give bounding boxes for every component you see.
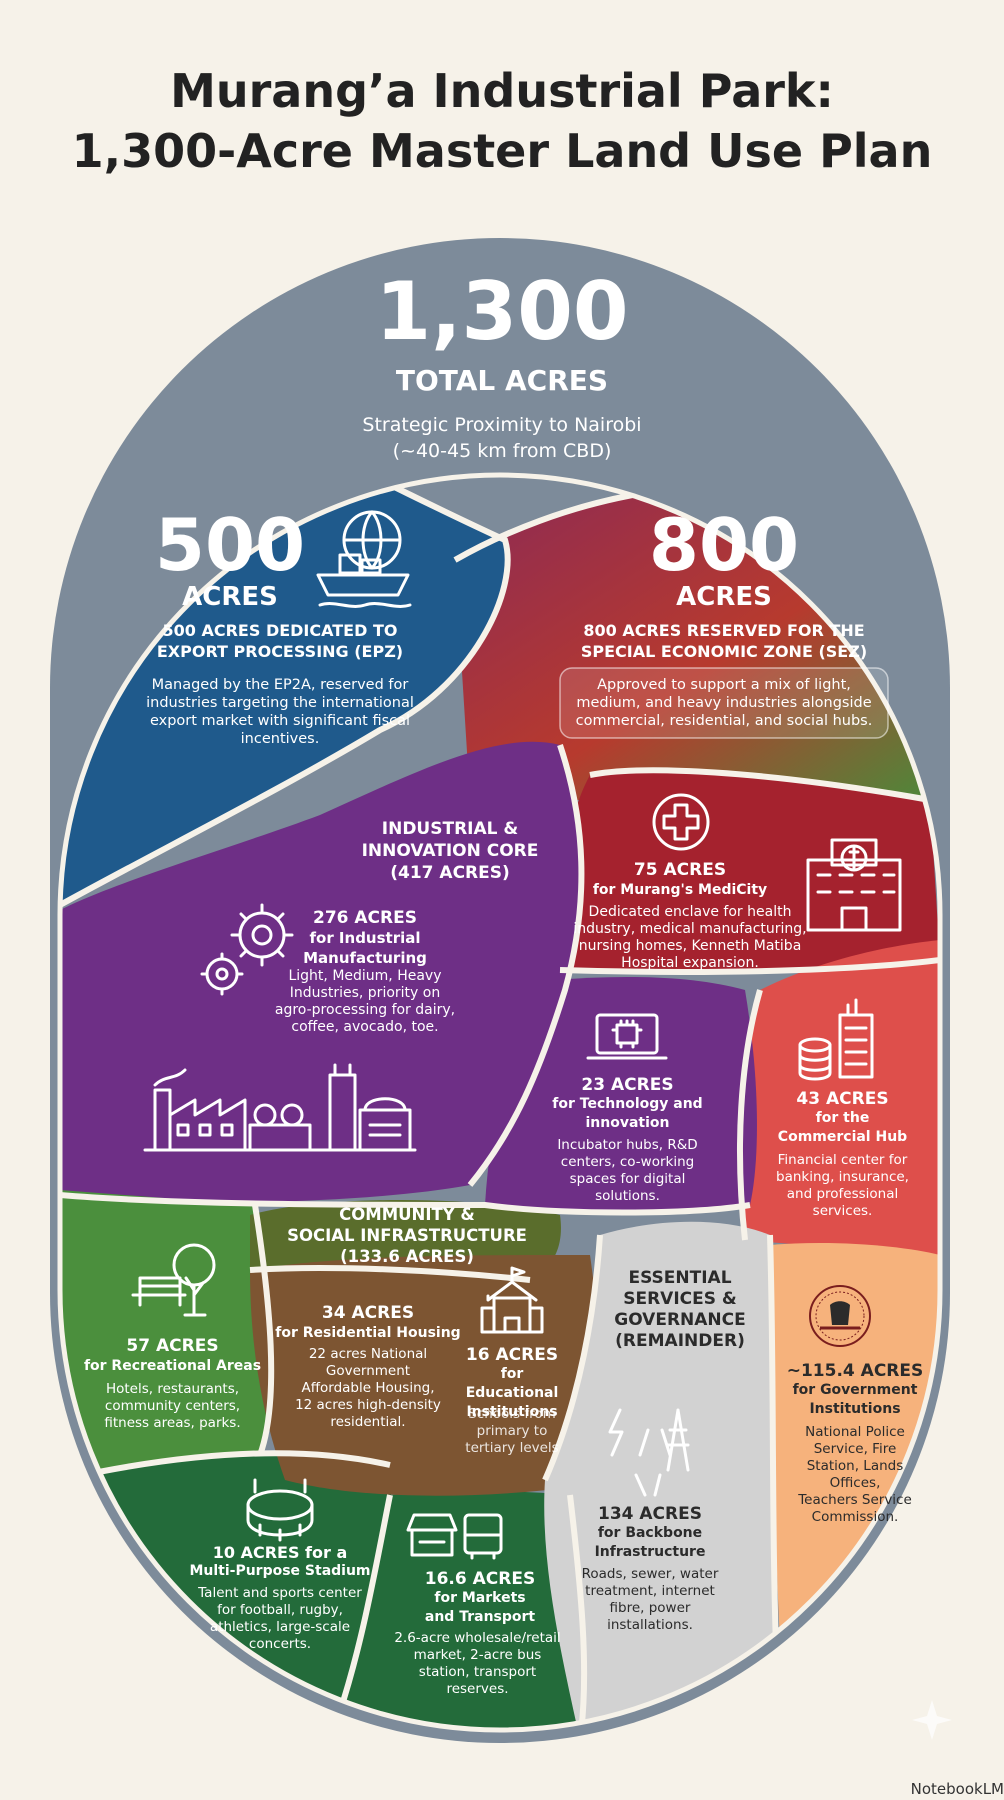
page-title-line-2: 1,300-Acre Master Land Use Plan bbox=[71, 124, 933, 178]
sez-body: Approved to support a mix of light,mediu… bbox=[575, 677, 873, 729]
commercial-hub-region bbox=[740, 940, 940, 1255]
total-acres-label: TOTAL ACRES bbox=[395, 364, 609, 397]
community-heading: COMMUNITY &SOCIAL INFRASTRUCTURE(133.6 A… bbox=[287, 1205, 527, 1266]
hospital-icon bbox=[806, 838, 902, 932]
proximity-line-2: (~40-45 km from CBD) bbox=[392, 440, 612, 462]
sez-value: 800 bbox=[648, 503, 800, 587]
industrial-core-heading: INDUSTRIAL &INNOVATION CORE(417 ACRES) bbox=[361, 819, 539, 883]
watermark: NotebookLM bbox=[910, 1780, 1004, 1798]
recreation-body: Hotels, restaurants,community centers,fi… bbox=[104, 1381, 241, 1431]
laptop-chip-icon bbox=[586, 1013, 668, 1060]
sez-description-box bbox=[559, 667, 889, 739]
stadium-icon bbox=[246, 1478, 314, 1542]
park-bench-icon bbox=[131, 1243, 216, 1317]
epz-unit: ACRES bbox=[182, 582, 278, 612]
page-title-line-1: Murang’a Industrial Park: bbox=[170, 64, 834, 118]
gears-icon bbox=[200, 903, 294, 996]
recreation-region bbox=[60, 1190, 272, 1480]
proximity-line-1: Strategic Proximity to Nairobi bbox=[362, 414, 642, 436]
sez-unit: ACRES bbox=[676, 582, 772, 612]
essential-services-region bbox=[544, 1221, 780, 1730]
community-brown-region bbox=[250, 1255, 600, 1496]
government-seal-icon bbox=[809, 1285, 871, 1347]
school-icon bbox=[480, 1266, 544, 1334]
power-infrastructure-icon bbox=[608, 1408, 690, 1497]
globe-ship-icon bbox=[316, 510, 412, 608]
sparkle-icon bbox=[912, 1700, 952, 1740]
epz-value: 500 bbox=[154, 503, 306, 587]
markets-region bbox=[330, 1491, 585, 1730]
total-acres-value: 1,300 bbox=[375, 265, 629, 358]
inner-border bbox=[57, 472, 943, 1733]
technology-region bbox=[485, 977, 757, 1213]
industrial-core-region bbox=[60, 741, 582, 1203]
medical-cross-icon bbox=[652, 793, 710, 851]
factory-icon bbox=[143, 1063, 417, 1152]
coins-building-icon bbox=[798, 998, 874, 1081]
market-bus-icon bbox=[406, 1513, 503, 1560]
